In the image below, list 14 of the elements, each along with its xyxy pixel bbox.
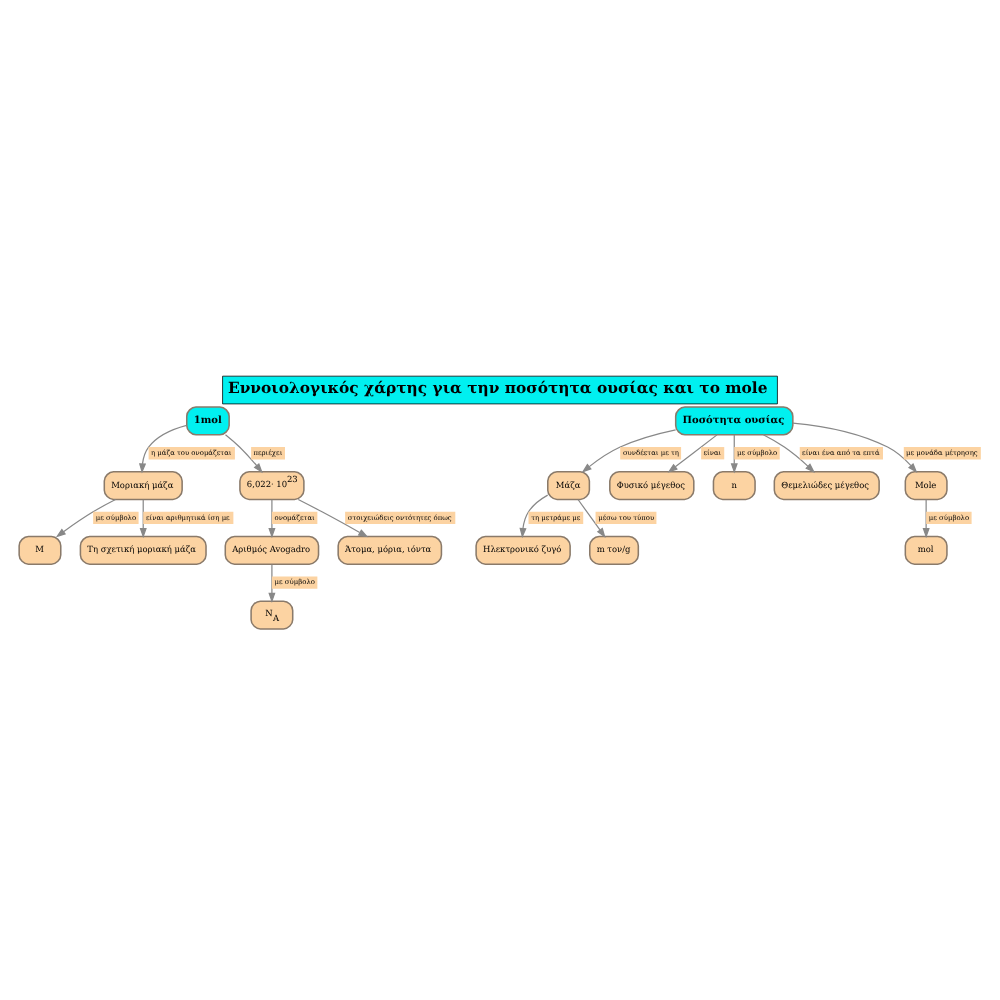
arrow [577,498,606,537]
arrow [55,497,117,537]
arrow [792,421,918,472]
arrow [297,497,369,537]
arrow [922,498,930,538]
arrow [268,562,276,602]
arrow [730,433,738,473]
arrow [762,433,816,472]
arrow [268,498,276,538]
arrow [581,428,677,472]
arrow [138,423,188,473]
arrow [519,493,549,538]
arrow [224,433,263,473]
arrow [667,433,718,472]
